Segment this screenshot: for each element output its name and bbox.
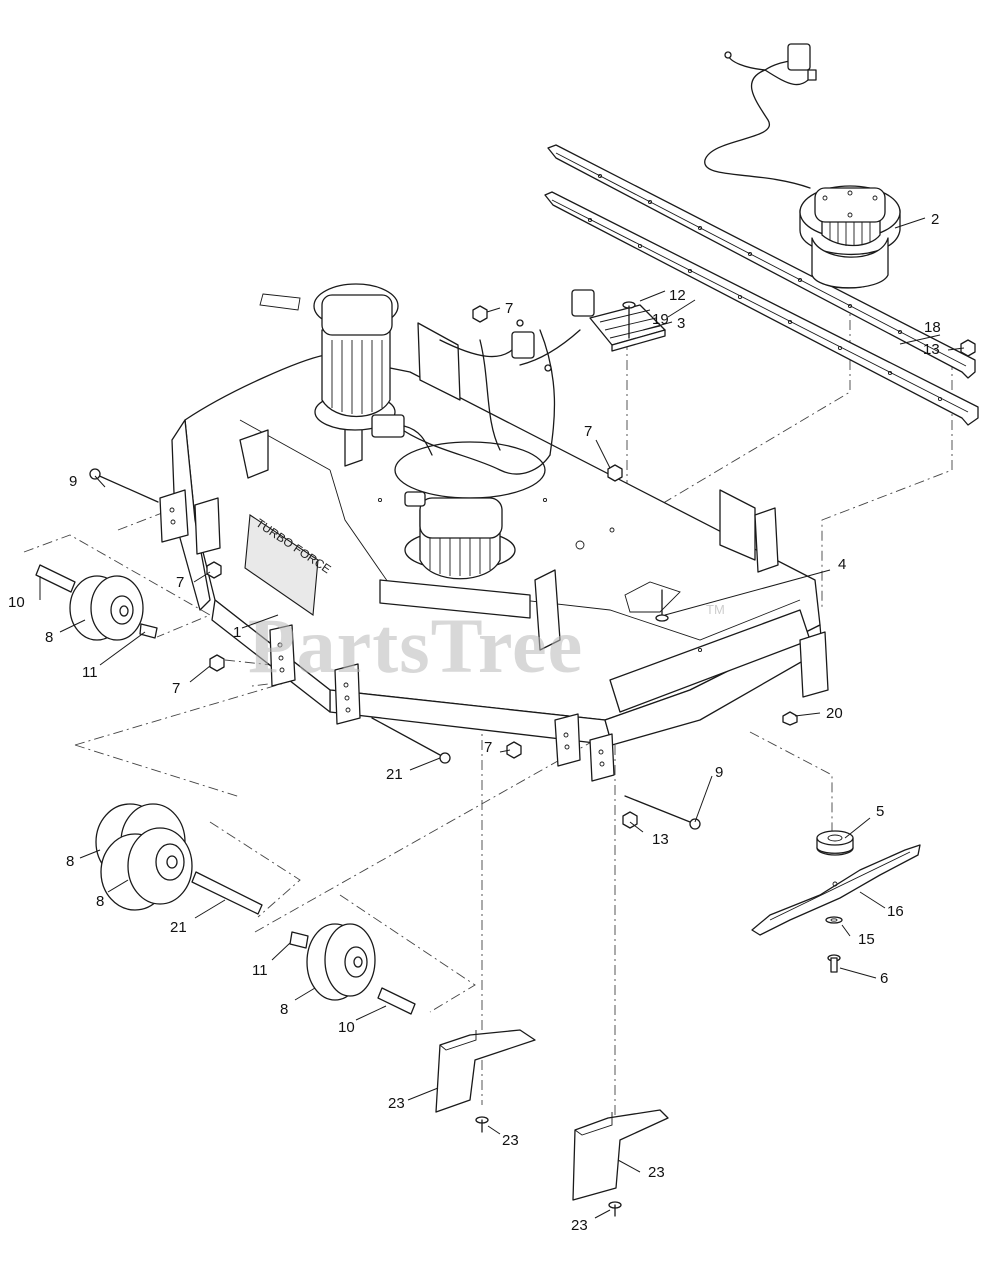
callout-8-left: 8 (45, 629, 53, 646)
callout-9-right: 9 (715, 764, 723, 781)
callout-23-left: 23 (502, 1132, 519, 1149)
blade-assembly (751, 830, 921, 973)
callout-10-right: 10 (338, 1019, 355, 1036)
gauge-wheel-right (306, 923, 376, 1001)
baffle-21-left (435, 1029, 536, 1133)
rail-17 (544, 191, 979, 426)
nuts (206, 305, 976, 829)
callout-3: 3 (677, 315, 685, 332)
grommet-pad-3 (589, 304, 666, 352)
callout-13-right: 13 (923, 341, 940, 358)
callout-7-top: 7 (505, 300, 513, 317)
rail-16 (547, 144, 976, 379)
callout-17: 19 (652, 311, 669, 328)
callout-10-left: 10 (8, 594, 25, 611)
bolts-and-shafts (35, 468, 701, 1015)
callout-18: 20 (826, 705, 843, 722)
blade-motor-2 (704, 43, 901, 289)
watermark-trademark: TM (706, 602, 725, 617)
callout-9-left: 9 (69, 473, 77, 490)
pin-12 (622, 301, 636, 339)
callout-21-right: 23 (648, 1164, 665, 1181)
callout-2: 2 (931, 211, 939, 228)
callout-16: 18 (924, 319, 941, 336)
callout-21-left: 23 (388, 1095, 405, 1112)
callout-13-center: 13 (652, 831, 669, 848)
callout-6: 6 (880, 970, 888, 987)
watermark: PartsTree TM (248, 602, 725, 689)
callout-8-front-a: 8 (66, 853, 74, 870)
callout-7-center: 7 (484, 739, 492, 756)
deck-motor-left (313, 283, 433, 456)
callout-7-pad: 7 (584, 423, 592, 440)
gauge-wheel-left (69, 575, 144, 641)
callout-11-left: 11 (82, 664, 98, 681)
callout-5: 5 (876, 803, 884, 820)
deck-motor-center (404, 491, 516, 580)
callout-7-front: 7 (172, 680, 180, 697)
gauge-wheel-front-pair (95, 803, 193, 911)
callout-11-right: 11 (252, 962, 268, 979)
callouts: 2 19 7 12 3 18 13 7 9 7 10 8 1 4 11 7 20… (8, 211, 941, 1234)
callout-20: 21 (170, 919, 187, 936)
callout-15: 16 (887, 903, 904, 920)
leader-lines (39, 217, 965, 1219)
callout-12: 12 (669, 287, 686, 304)
spindle-4 (624, 581, 681, 622)
callout-4: 4 (838, 556, 846, 573)
callout-7-left: 7 (176, 574, 184, 591)
callout-23-right: 23 (571, 1217, 588, 1234)
callout-8-front-b: 8 (96, 893, 104, 910)
baffle-21-right (572, 1109, 669, 1217)
callout-1: 1 (233, 624, 241, 641)
callout-19: 21 (386, 766, 403, 783)
callout-8-right: 8 (280, 1001, 288, 1018)
callout-14: 15 (858, 931, 875, 948)
watermark-text: PartsTree (248, 602, 583, 689)
